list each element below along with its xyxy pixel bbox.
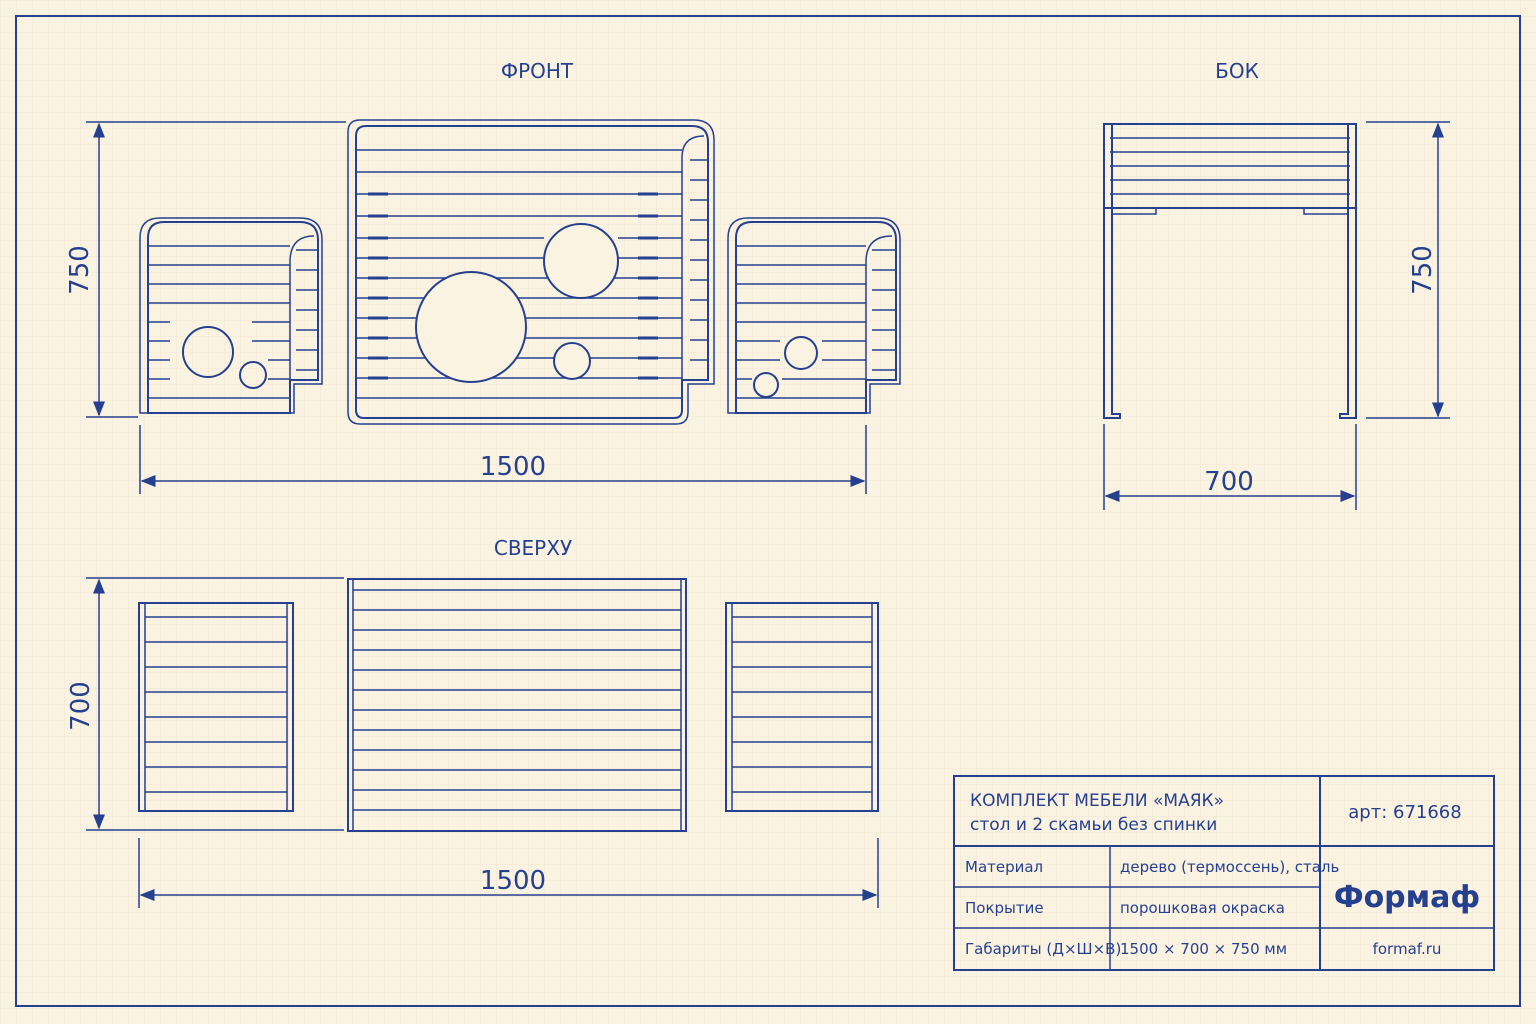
row-value-coating: порошковая окраска — [1120, 899, 1285, 917]
view-title-front: ФРОНТ — [501, 59, 574, 83]
view-title-side: БОК — [1215, 59, 1259, 83]
side-view-slats — [1110, 137, 1350, 195]
article-number: арт: 671668 — [1348, 802, 1461, 823]
row-value-dimensions: 1500 × 700 × 750 мм — [1120, 940, 1287, 958]
front-table — [347, 119, 715, 425]
top-depth-dimension: 700 — [66, 681, 96, 731]
front-table-side-slats — [690, 159, 708, 361]
front-table-slat-ticks — [368, 192, 658, 380]
side-view — [1103, 121, 1450, 510]
row-label-coating: Покрытие — [965, 899, 1044, 917]
side-dimensions — [1103, 121, 1450, 510]
front-dimensions — [86, 121, 867, 494]
row-value-material: дерево (термоссень), сталь — [1120, 858, 1339, 876]
website-link[interactable]: formaf.ru — [1373, 940, 1442, 958]
title-block: КОМПЛЕКТ МЕБЕЛИ «МАЯК» стол и 2 скамьи б… — [953, 775, 1495, 971]
front-left-bench — [139, 217, 323, 414]
row-label-dimensions: Габариты (Д×Ш×В) — [965, 940, 1121, 958]
product-subtitle: стол и 2 скамьи без спинки — [970, 815, 1217, 835]
top-table — [347, 578, 687, 832]
brand-logo: Формаф — [1334, 880, 1480, 915]
top-dimensions — [86, 577, 879, 908]
top-view — [86, 577, 879, 908]
front-right-bench — [727, 217, 901, 414]
top-right-bench — [725, 602, 879, 812]
view-title-top: СВЕРХУ — [494, 536, 572, 560]
front-table-slats — [356, 149, 682, 399]
row-label-material: Материал — [965, 858, 1043, 876]
side-height-dimension: 750 — [1408, 245, 1438, 295]
product-name: КОМПЛЕКТ МЕБЕЛИ «МАЯК» — [970, 791, 1224, 811]
front-view — [86, 119, 901, 494]
top-left-bench — [138, 602, 294, 812]
top-width-dimension: 1500 — [480, 866, 546, 896]
front-width-dimension: 1500 — [480, 452, 546, 482]
side-depth-dimension: 700 — [1204, 467, 1254, 497]
front-height-dimension: 750 — [65, 245, 95, 295]
front-right-bench-slats — [736, 245, 896, 399]
front-left-bench-slats — [148, 245, 318, 399]
sheet-border — [15, 15, 1521, 1007]
